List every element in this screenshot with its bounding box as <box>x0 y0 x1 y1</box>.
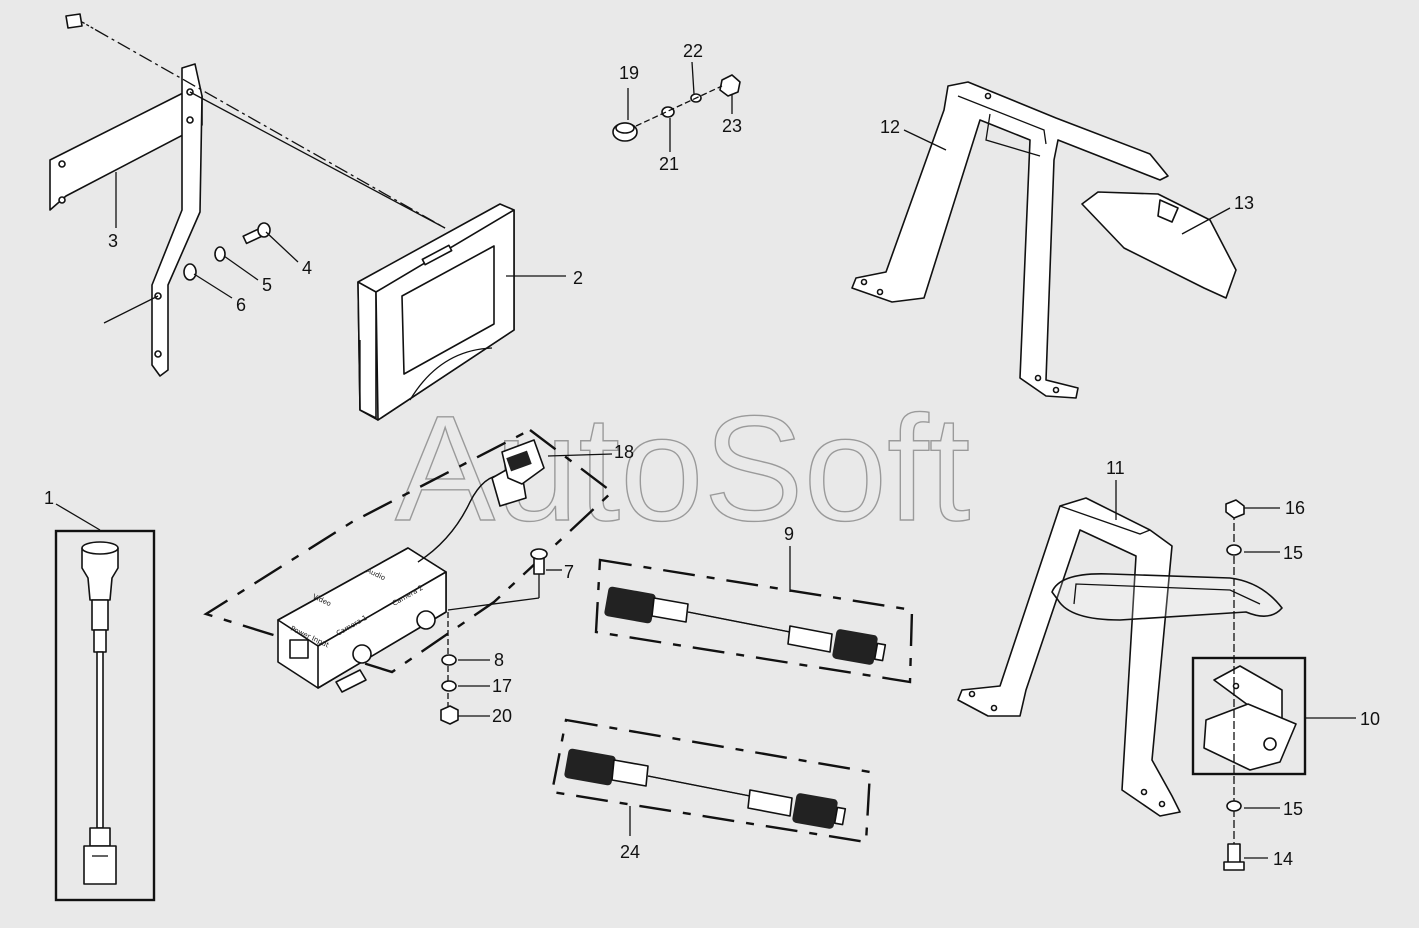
callout-14: 14 <box>1273 849 1293 869</box>
callout-22: 22 <box>683 41 703 61</box>
nut-23 <box>719 74 741 97</box>
cable-connector-18 <box>491 439 545 507</box>
callout-4: 4 <box>302 258 312 278</box>
callout-15-bottom: 15 <box>1283 799 1303 819</box>
callout-18: 18 <box>614 442 634 462</box>
bracket-10 <box>1203 665 1297 771</box>
callout-11: 11 <box>1106 458 1125 478</box>
washer-6 <box>183 263 197 281</box>
callout-1: 1 <box>44 488 54 508</box>
harness-1-box <box>54 529 156 902</box>
callout-8: 8 <box>494 650 504 670</box>
screw-7 <box>530 548 548 575</box>
kit-18-outline <box>203 428 614 674</box>
washer-8 <box>441 654 457 666</box>
sun-shield-13 <box>1081 191 1237 299</box>
video-control-box: Power Input Video Audio Camera 1 Camera … <box>277 547 447 693</box>
camera-cable-9 <box>604 586 887 665</box>
bracket-screw <box>65 13 97 31</box>
cable-9-outline <box>594 558 914 684</box>
callout-6: 6 <box>236 295 246 315</box>
callout-3: 3 <box>108 231 118 251</box>
camera-cable-24 <box>564 748 847 829</box>
screw-4 <box>242 222 271 245</box>
washer-15-top <box>1226 544 1242 556</box>
lock-washer-5 <box>214 246 226 262</box>
callout-9: 9 <box>784 524 794 544</box>
harness-1 <box>81 541 119 885</box>
callout-20: 20 <box>492 706 512 726</box>
callout-13: 13 <box>1234 193 1254 213</box>
camera-mount-12 <box>851 81 1169 399</box>
bracket-10-box <box>1191 656 1307 776</box>
washer-15-bottom <box>1226 800 1242 812</box>
lock-washer-17 <box>441 680 457 692</box>
watermark: AutoSoft <box>395 384 970 552</box>
callout-2: 2 <box>573 268 583 288</box>
callout-16: 16 <box>1285 498 1305 518</box>
callout-7: 7 <box>564 562 574 582</box>
clamp-19 <box>612 122 638 142</box>
callout-10: 10 <box>1360 709 1380 729</box>
monitor <box>357 203 515 421</box>
cable-24-outline <box>550 718 872 844</box>
monitor-bracket <box>49 63 203 377</box>
callout-23: 23 <box>722 116 742 136</box>
callout-17: 17 <box>492 676 512 696</box>
callout-12: 12 <box>880 117 900 137</box>
callout-15-top: 15 <box>1283 543 1303 563</box>
callout-19: 19 <box>619 63 639 83</box>
camera-mount-11 <box>957 497 1283 817</box>
nut-16 <box>1225 499 1245 519</box>
bolt-14 <box>1223 843 1245 871</box>
callout-5: 5 <box>262 275 272 295</box>
nut-20 <box>440 705 459 725</box>
callout-24: 24 <box>620 842 640 862</box>
callout-21: 21 <box>659 154 679 174</box>
